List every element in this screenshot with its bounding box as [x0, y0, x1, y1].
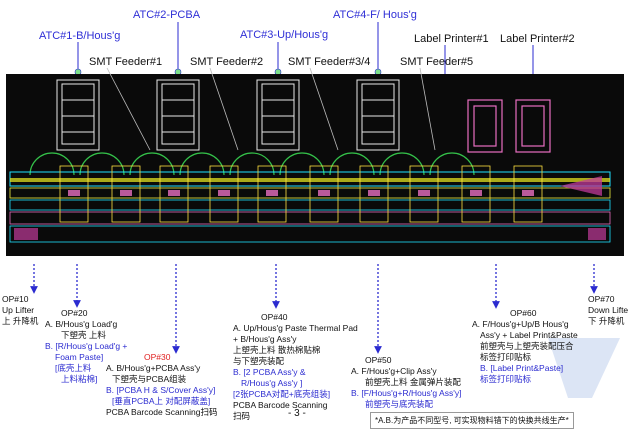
op20-title: OP#20: [61, 308, 88, 318]
model-note: *A.B.为产品不同型号, 可实现物料错下的快换共线生产*: [370, 412, 574, 429]
op20-a-1: A. B/Hous'g Load'g: [45, 319, 118, 329]
op50-title: OP#50: [365, 355, 392, 365]
feeder-towers: [56, 79, 400, 151]
op40-block: OP#40 A. Up/Hous'g Paste Thermal Pad + B…: [233, 312, 358, 422]
smt-feeder-34-label: SMT Feeder#3/4: [288, 56, 371, 68]
op40-a-4: 与下塑壳装配: [233, 356, 285, 366]
atc4-label: ATC#4-F/ Hous'g: [333, 9, 417, 21]
op10-line-2: 上 升降机: [2, 316, 39, 326]
op60-a-3: 前塑壳与上塑壳装配压合: [480, 341, 574, 351]
op30-b-2: [垂直PCBA上 对配屏蔽盖]: [112, 396, 211, 406]
station-markers: [68, 190, 534, 196]
op40-title: OP#40: [261, 312, 288, 322]
op40-b-2: R/Hous'g Ass'y ]: [241, 378, 303, 388]
feeder-leader-lines: [106, 67, 436, 151]
atc1-label: ATC#1-B/Hous'g: [39, 30, 121, 42]
op40-a-3: 上塑壳上料 散热棉贴棉: [233, 345, 321, 355]
atc2-label: ATC#2-PCBA: [133, 9, 201, 21]
op40-b-3: [2张PCBA对配+底壳组装]: [233, 389, 331, 399]
watermark-logo: [548, 338, 620, 398]
op30-b-1: B. [PCBA H & S/Cover Ass'y]: [106, 385, 216, 395]
op60-b-1: B. [Label Print&Paste]: [480, 363, 564, 373]
op70-line-2: 下 升降机: [588, 316, 625, 326]
op20-block: OP#20 A. B/Hous'g Load'g 下塑壳 上料 B. [R/Ho…: [45, 308, 127, 385]
op40-a-2: + B/Hous'g Ass'y: [233, 334, 297, 344]
page-number: - 3 -: [288, 408, 306, 419]
op70-line-1: Down Lifte: [588, 305, 629, 315]
op50-b-1: B. [F/Hous'g+R/Hous'g Ass'y]: [351, 388, 462, 398]
op60-a-4: 标签打印贴标: [480, 352, 532, 362]
station-blocks: [59, 165, 543, 223]
flow-direction-arrow: [560, 176, 602, 196]
op-leader-lines: [30, 264, 598, 354]
atc3-label: ATC#3-Up/Hous'g: [240, 29, 329, 41]
label-printer-2-label: Label Printer#2: [500, 33, 575, 45]
op60-a-2: Ass'y + Label Print&Paste: [480, 330, 578, 340]
op40-b-1: B. [2 PCBA Ass'y &: [233, 367, 306, 377]
op40-tail-2: 扫码: [233, 411, 251, 421]
label-printer-units: [467, 99, 551, 153]
op30-tail: PCBA Barcode Scanning扫码: [106, 407, 218, 417]
op60-block: OP#60 A. F/Hous'g+Up/B Hous'g Ass'y + La…: [472, 308, 578, 385]
op70-title: OP#70: [588, 294, 615, 304]
op50-b-2: 前塑壳与底壳装配: [365, 399, 434, 409]
op20-a-2: 下塑壳 上料: [61, 330, 106, 340]
op40-tail-1: PCBA Barcode Scanning: [233, 400, 328, 410]
op10-block: OP#10 Up Lifter 上 升降机: [2, 294, 38, 327]
op50-block: OP#50 A. F/Hous'g+Clip Ass'y 前塑壳上料 金属弹片装…: [351, 355, 461, 410]
op20-b-1: B. [R/Hous'g Load'g +: [45, 341, 128, 351]
op50-a-2: 前塑壳上料 金属弹片装配: [365, 377, 461, 387]
op50-a-1: A. F/Hous'g+Clip Ass'y: [351, 366, 437, 376]
op10-title: OP#10: [2, 294, 29, 304]
op40-a-1: A. Up/Hous'g Paste Thermal Pad: [233, 323, 358, 333]
op60-title: OP#60: [510, 308, 537, 318]
op30-block: OP#30 A. B/Hous'g+PCBA Ass'y 下塑壳与PCBA组装 …: [106, 352, 218, 418]
op30-a-2: 下塑壳与PCBA组装: [112, 374, 187, 384]
op20-b-3: [底壳上料: [55, 363, 92, 373]
smt-feeder-5-label: SMT Feeder#5: [400, 56, 474, 68]
smt-feeder-1-label: SMT Feeder#1: [89, 56, 163, 68]
op70-block: OP#70 Down Lifte 下 升降机: [588, 294, 628, 327]
label-printer-1-label: Label Printer#1: [414, 33, 489, 45]
op20-b-2: Foam Paste]: [55, 352, 104, 362]
op60-b-2: 标签打印贴标: [480, 374, 532, 384]
op30-a-1: A. B/Hous'g+PCBA Ass'y: [106, 363, 201, 373]
op60-a-1: A. F/Hous'g+Up/B Hous'g: [472, 319, 569, 329]
op10-line-1: Up Lifter: [2, 305, 35, 315]
smt-feeder-2-label: SMT Feeder#2: [190, 56, 264, 68]
op30-title: OP#30: [144, 352, 171, 362]
op20-b-4: 上料粘棉]: [61, 374, 98, 384]
